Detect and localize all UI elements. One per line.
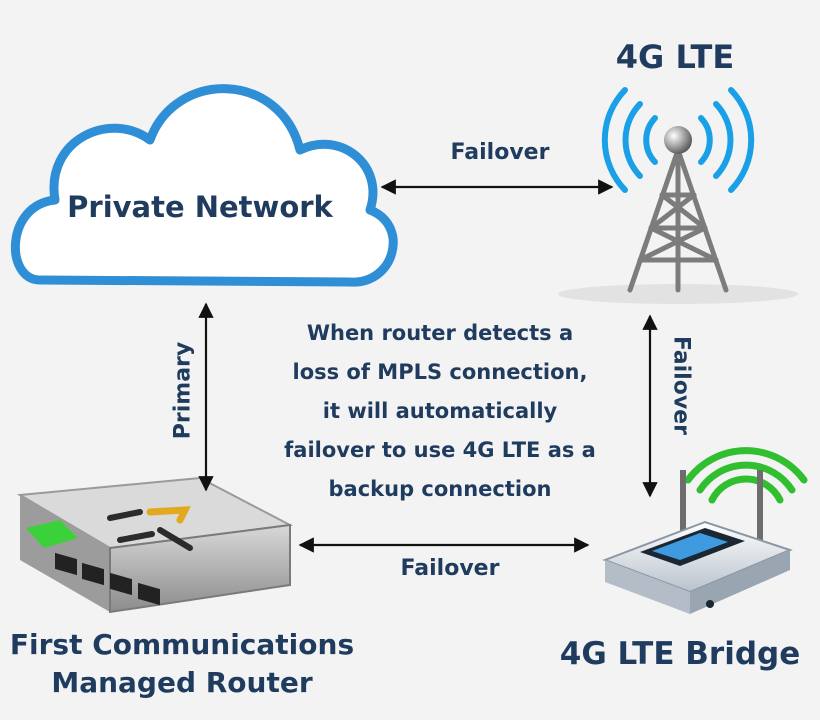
router-label: First Communications Managed Router (0, 626, 364, 702)
bridge-label: 4G LTE Bridge (559, 636, 801, 672)
router-label-line2: Managed Router (51, 666, 313, 699)
lte-bridge-icon (602, 447, 808, 614)
explanation-line: loss of MPLS connection, (292, 360, 588, 384)
explanation-line: it will automatically (322, 399, 558, 423)
cell-tower-icon (558, 87, 798, 304)
failover-label-tower-bridge: Failover (668, 336, 694, 435)
explanation-line: failover to use 4G LTE as a (284, 438, 596, 462)
lte-label: 4G LTE (615, 38, 735, 76)
explanation-line: When router detects a (306, 321, 574, 345)
failover-label-cloud-tower: Failover (450, 140, 550, 165)
private-network-label: Private Network (67, 190, 333, 224)
router-label-line1: First Communications (9, 628, 355, 661)
router-icon (16, 476, 294, 614)
failover-label-router-bridge: Failover (400, 556, 500, 581)
explanation-line: backup connection (328, 477, 552, 501)
failover-explanation: When router detects a loss of MPLS conne… (262, 314, 618, 509)
primary-label: Primary (170, 341, 196, 440)
cloud-icon (10, 84, 398, 287)
